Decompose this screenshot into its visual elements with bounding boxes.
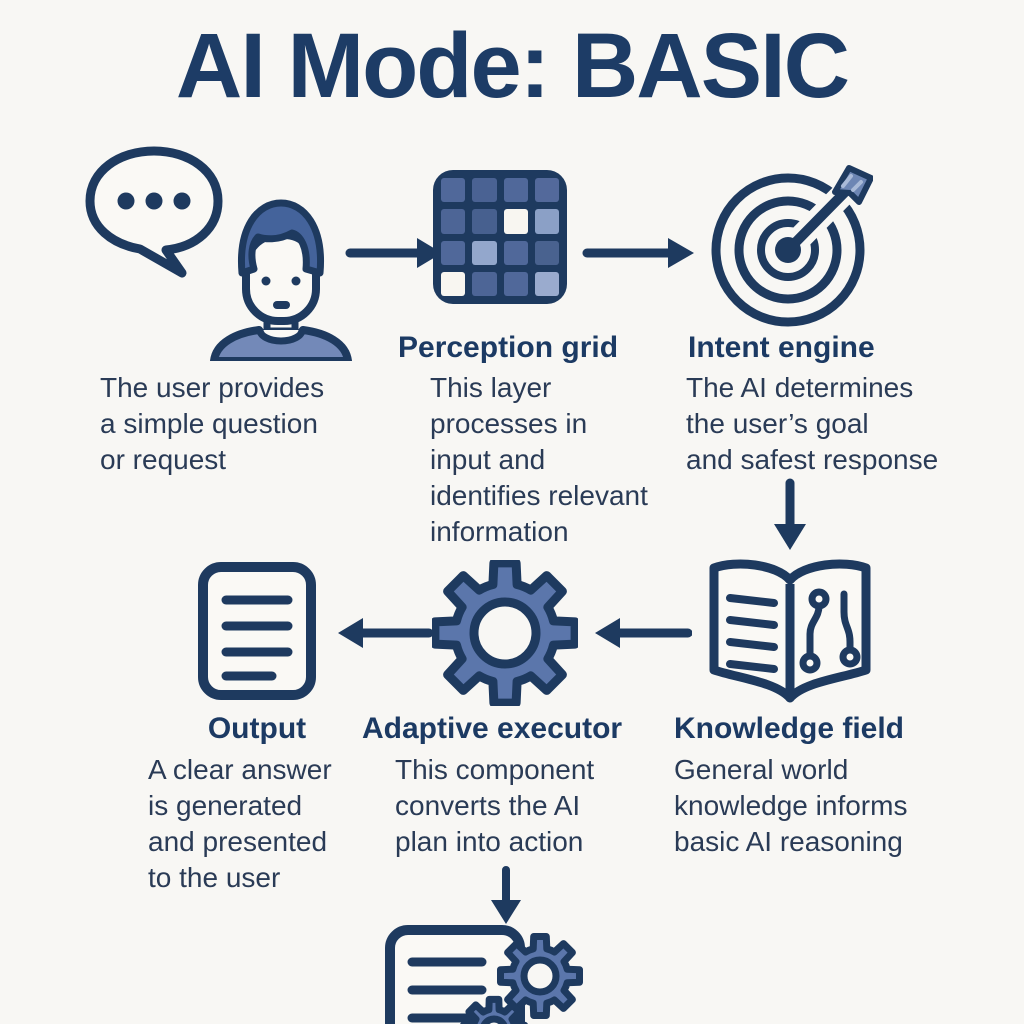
step-desc-knowledge: General world knowledge informs basic AI…: [674, 754, 908, 857]
output-document-icon: [198, 562, 316, 700]
step-label-executor: Adaptive executor: [362, 712, 623, 745]
page-title: AI Mode: BASIC: [175, 15, 850, 117]
grid-cell: [441, 240, 466, 265]
bubble-dot: [117, 192, 135, 210]
step-label-intent: Intent engine: [688, 331, 875, 364]
person-eye: [291, 276, 301, 286]
grid-cell: [472, 240, 497, 265]
gear-small: [460, 995, 528, 1024]
person-mouth: [273, 301, 290, 309]
step-desc-executor: This component converts the AI plan into…: [395, 754, 595, 857]
circuit-node: [839, 646, 861, 668]
speech-bubble-icon: [85, 146, 223, 278]
step-desc-perception: This layer processes in input and identi…: [430, 372, 648, 547]
circuit-node: [799, 652, 821, 674]
arrow-down-icon: [774, 478, 806, 550]
dart-fletching: [832, 165, 873, 205]
arrow-left-icon: [595, 618, 692, 648]
grid-cell: [472, 209, 497, 234]
bubble-dot: [145, 192, 163, 210]
perception-grid-icon: [433, 170, 567, 304]
grid-cell: [441, 178, 466, 203]
grid-cell: [534, 240, 559, 265]
grid-cell: [441, 209, 466, 234]
grid-cell: [503, 209, 528, 234]
grid-cell: [503, 178, 528, 203]
grid-cell: [534, 271, 559, 296]
step-label-output: Output: [207, 712, 307, 745]
step-label-perception: Perception grid: [398, 331, 619, 364]
step-desc-user: The user provides a simple question or r…: [100, 372, 325, 475]
grid-cell: [441, 271, 466, 296]
arrow-right-icon: [582, 238, 694, 268]
step-desc-output: A clear answer is generated and presente…: [148, 754, 332, 893]
target-dart-icon: [711, 165, 873, 327]
gear-icon: [432, 560, 578, 706]
person-hair: [237, 199, 325, 277]
person-eye: [261, 276, 271, 286]
grid-cell: [503, 271, 528, 296]
grid-cell: [534, 178, 559, 203]
bubble-dot: [173, 192, 191, 210]
grid-cell: [472, 271, 497, 296]
arrow-left-icon: [338, 618, 433, 648]
grid-cell: [534, 209, 559, 234]
person-collar: [256, 329, 306, 345]
document-gears-icon: [385, 925, 583, 1024]
arrow-down-icon: [491, 866, 521, 924]
user-chat-icon: [85, 146, 352, 361]
arrow-right-icon: [345, 238, 442, 268]
knowledge-book-icon: [709, 559, 871, 703]
step-label-knowledge: Knowledge field: [674, 712, 905, 745]
grid-cell: [503, 240, 528, 265]
grid-cell: [472, 178, 497, 203]
step-desc-intent: The AI determines the user’s goal and sa…: [686, 372, 939, 475]
